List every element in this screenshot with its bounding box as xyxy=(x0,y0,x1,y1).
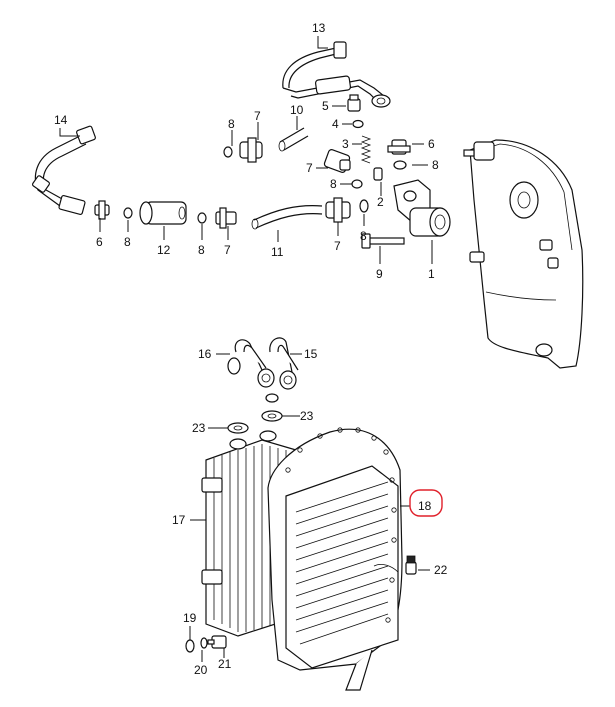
callout-20: 20 xyxy=(194,663,208,677)
washer-19 xyxy=(185,639,195,653)
callout-2: 2 xyxy=(377,195,384,209)
spring-3 xyxy=(360,135,372,164)
callout-8-upper: 8 xyxy=(228,117,235,131)
fitting-7-right xyxy=(325,197,351,223)
callout-7-upper: 7 xyxy=(254,109,261,123)
washer-8-left xyxy=(123,207,133,219)
piston-2 xyxy=(373,167,383,181)
pipe-10 xyxy=(278,127,309,152)
callout-16: 16 xyxy=(198,347,212,361)
fitting-7-upper xyxy=(239,137,263,163)
callout-13: 13 xyxy=(312,21,326,35)
thermostat-12 xyxy=(139,201,187,225)
hose-13 xyxy=(282,41,391,108)
callout-8-center: 8 xyxy=(330,177,337,191)
nut-23-left xyxy=(227,422,249,434)
hose-11 xyxy=(251,205,323,230)
washer-8-center xyxy=(351,179,363,189)
callout-17: 17 xyxy=(172,513,186,527)
fitting-6-left xyxy=(94,200,110,220)
hose-16 xyxy=(227,339,275,388)
cooler-shroud-18 xyxy=(267,427,403,691)
callout-11: 11 xyxy=(271,245,284,259)
callout-3: 3 xyxy=(342,137,349,151)
callout-14: 14 xyxy=(54,113,68,127)
fitting-7-center xyxy=(323,149,351,173)
callout-labels: 13 14 10 8 7 5 4 3 6 8 7 8 2 6 8 12 8 7 … xyxy=(54,21,448,677)
bolt-21 xyxy=(207,635,227,649)
hose-14 xyxy=(32,125,96,216)
callout-12: 12 xyxy=(157,243,171,257)
valve-housing-1 xyxy=(393,179,451,237)
washer-4 xyxy=(352,119,364,129)
callout-15: 15 xyxy=(304,347,318,361)
callout-8-right: 8 xyxy=(360,229,367,243)
leader-lines xyxy=(59,36,433,662)
callout-8-pump: 8 xyxy=(432,158,439,172)
callout-5: 5 xyxy=(322,99,329,113)
union-fitting-5 xyxy=(347,94,361,112)
bolt-9 xyxy=(361,233,405,249)
fitting-7-mid xyxy=(215,207,237,229)
callout-10: 10 xyxy=(290,103,304,117)
washer-8-upper xyxy=(223,146,233,158)
callout-6-left: 6 xyxy=(96,235,103,249)
callout-4: 4 xyxy=(332,117,339,131)
callout-22: 22 xyxy=(434,563,448,577)
callout-1: 1 xyxy=(428,267,435,281)
callout-7-right: 7 xyxy=(334,239,341,253)
hose-15 xyxy=(269,337,299,390)
callout-8-mid: 8 xyxy=(198,243,205,257)
callout-23-left: 23 xyxy=(192,421,206,435)
spring-washer-20 xyxy=(200,637,208,649)
callout-9: 9 xyxy=(376,267,383,281)
washer-8-pump xyxy=(393,160,407,170)
callout-21: 21 xyxy=(218,657,232,671)
callout-19: 19 xyxy=(183,611,197,625)
callout-18: 18 xyxy=(418,499,432,513)
callout-8-left: 8 xyxy=(124,235,131,249)
nut-23-right xyxy=(261,393,283,422)
callout-6-right: 6 xyxy=(428,137,435,151)
fitting-6-right xyxy=(387,139,411,155)
callout-7-center: 7 xyxy=(306,161,313,175)
callout-23-right: 23 xyxy=(300,409,314,423)
screw-22 xyxy=(405,555,417,575)
oil-tank xyxy=(463,139,584,369)
washer-8-mid xyxy=(197,212,207,224)
callout-18-highlight xyxy=(409,489,443,517)
washer-8-right xyxy=(359,199,369,213)
callout-7-mid: 7 xyxy=(224,243,231,257)
